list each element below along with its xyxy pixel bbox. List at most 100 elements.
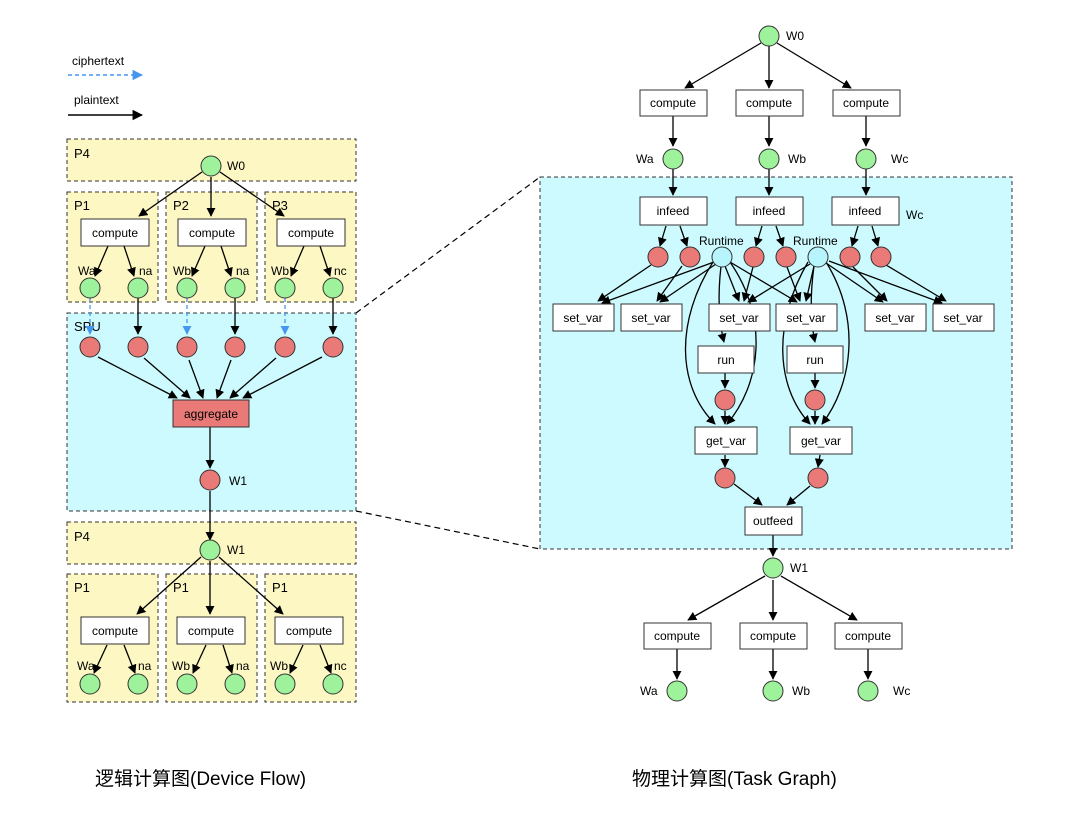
node-w0 <box>200 155 222 177</box>
edge <box>786 266 802 302</box>
tg-infeed-b <box>735 196 804 226</box>
tg-infeed-c-label: infeed <box>849 204 882 218</box>
tg-node-wc-bottom <box>857 680 879 702</box>
tg-infeed-b-label: infeed <box>753 204 786 218</box>
tg-set-var-3 <box>708 303 771 332</box>
node-label: Wb <box>270 659 288 673</box>
tg-set-var-5 <box>864 303 927 332</box>
edge <box>825 262 884 303</box>
tg-cipher-node <box>743 246 765 268</box>
region-p1-bottom-c-label: P1 <box>272 580 288 595</box>
legend-ciphertext-label: ciphertext <box>72 54 125 68</box>
edge <box>188 359 205 399</box>
compute-box-bottom-b-label: compute <box>188 624 234 638</box>
tg-run-b <box>786 345 844 374</box>
tg-node-w0-label: W0 <box>786 29 804 43</box>
edge <box>192 644 207 674</box>
tg-cipher-node <box>870 246 892 268</box>
plain-node <box>176 277 198 299</box>
device-flow-edges <box>93 171 338 674</box>
tg-runtime-node-a <box>711 246 733 268</box>
tg-infeed-tag: Wc <box>906 208 923 222</box>
plain-node <box>322 277 344 299</box>
edge <box>219 171 285 217</box>
edge <box>741 266 754 302</box>
tg-compute-top-c-label: compute <box>843 96 889 110</box>
edge <box>218 556 284 615</box>
node-label: na <box>236 659 250 673</box>
legend-plaintext-label: plaintext <box>74 93 119 107</box>
edge <box>290 245 305 277</box>
tg-compute-top-c <box>832 89 901 117</box>
compute-box-p3 <box>276 218 346 247</box>
edge <box>747 263 811 303</box>
caption-device-flow: 逻辑计算图(Device Flow) <box>95 768 306 790</box>
region-p3-top-label: P3 <box>272 198 288 213</box>
edge <box>319 644 333 674</box>
compute-box-bottom-a <box>80 616 150 645</box>
tg-infeed-a-label: infeed <box>657 204 690 218</box>
tg-set-var-4 <box>775 303 838 332</box>
edge <box>733 483 763 506</box>
edge <box>828 260 943 305</box>
edge <box>123 644 137 674</box>
plain-node <box>127 277 149 299</box>
tg-node-wc-bottom-label: Wc <box>893 684 910 698</box>
zoom-line-bottom <box>355 510 541 550</box>
edge <box>775 225 785 247</box>
edge <box>782 261 811 425</box>
tg-node-wb-bottom-label: Wb <box>792 684 810 698</box>
edge <box>319 245 332 277</box>
edge <box>657 225 667 247</box>
compute-box-bottom-c-label: compute <box>286 624 332 638</box>
edge <box>753 225 763 247</box>
node-label: Wa <box>78 264 96 278</box>
tg-cipher-node <box>647 246 669 268</box>
region-p4-bottom-label: P4 <box>74 529 90 544</box>
edge <box>885 264 947 302</box>
compute-box-p1 <box>80 218 150 247</box>
node-label: Wb <box>172 659 190 673</box>
edge <box>724 265 741 302</box>
tg-compute-top-b-label: compute <box>746 96 792 110</box>
edge <box>97 356 178 399</box>
edge <box>726 261 757 425</box>
cipher-node <box>127 336 149 358</box>
tg-node-wa-bottom <box>666 680 688 702</box>
tg-set-var-1 <box>552 303 615 332</box>
compute-box-p3-label: compute <box>288 226 334 240</box>
tg-cipher-node <box>804 389 826 411</box>
edge <box>191 245 206 277</box>
region-spu-label: SPU <box>74 319 101 334</box>
node-label: na <box>138 659 152 673</box>
plain-node <box>224 277 246 299</box>
edge <box>222 644 234 674</box>
node-label: na <box>139 264 153 278</box>
tg-get-var-a <box>694 426 758 455</box>
edge <box>729 261 798 303</box>
edge <box>215 359 232 399</box>
tg-node-wa <box>662 148 684 170</box>
tg-run-a-label: run <box>717 353 734 367</box>
node-label: nc <box>334 264 347 278</box>
tg-set-var-3-label: set_var <box>719 311 758 325</box>
tg-compute-top-a <box>639 89 708 117</box>
tg-set-var-5-label: set_var <box>875 311 914 325</box>
caption-task-graph: 物理计算图(Task Graph) <box>632 768 837 790</box>
edge <box>849 225 859 247</box>
tg-cipher-node <box>714 467 736 489</box>
tg-compute-bottom-c-label: compute <box>845 629 891 643</box>
tg-outfeed-label: outfeed <box>753 514 793 528</box>
tg-compute-top-a-label: compute <box>650 96 696 110</box>
task-graph-spu-region <box>539 176 1013 550</box>
edge <box>143 357 191 399</box>
plain-node <box>322 673 344 695</box>
node-label: Wb <box>173 264 191 278</box>
tg-run-a <box>697 345 755 374</box>
plain-node <box>274 673 296 695</box>
edge <box>821 261 850 425</box>
tg-get-var-b <box>789 426 853 455</box>
cipher-node <box>322 336 344 358</box>
edge <box>659 263 717 303</box>
tg-compute-bottom-b-label: compute <box>750 629 796 643</box>
